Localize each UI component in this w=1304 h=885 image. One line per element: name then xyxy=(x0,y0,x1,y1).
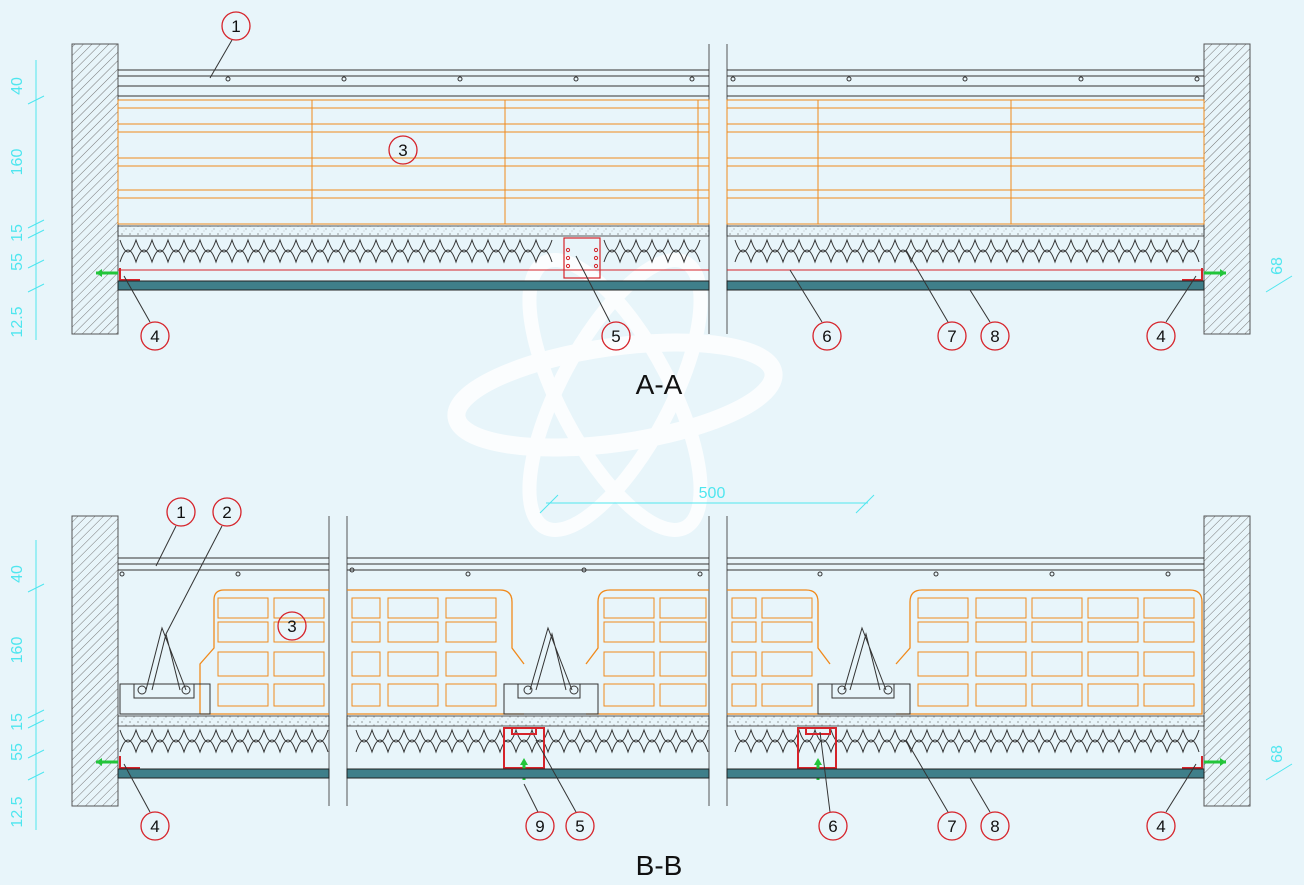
dim-fill-thickness: 15 xyxy=(9,224,26,242)
hanger-clip xyxy=(563,237,601,279)
callout-4-right: 4 xyxy=(1146,275,1197,351)
callout-6: 6 xyxy=(789,269,842,351)
dim-screed-thickness: 40 xyxy=(9,77,26,95)
perimeter-channel-left xyxy=(119,268,140,281)
dimension-chain-left xyxy=(27,60,45,340)
svg-text:5: 5 xyxy=(611,327,620,346)
svg-text:2: 2 xyxy=(222,503,231,522)
clt-panel xyxy=(117,99,1205,225)
span-dimension: 500 xyxy=(539,485,875,514)
svg-text:3: 3 xyxy=(398,141,407,160)
section-bb: 40 160 15 55 12.5 68 1 2 3 4 xyxy=(9,497,1293,881)
svg-text:6: 6 xyxy=(828,817,837,836)
callout-8: 8 xyxy=(969,289,1010,351)
callout-1: 1 xyxy=(209,11,251,79)
perimeter-channel-right xyxy=(1182,268,1203,281)
callout-3: 3 xyxy=(388,135,418,165)
right-wall xyxy=(1203,515,1251,807)
callout-4-left: 4 xyxy=(123,275,170,351)
svg-text:3: 3 xyxy=(287,617,296,636)
gravel-fill xyxy=(117,715,330,727)
right-wall xyxy=(1203,43,1251,335)
svg-text:160: 160 xyxy=(9,637,26,664)
svg-text:12.5: 12.5 xyxy=(9,796,26,827)
mineral-wool-insulation xyxy=(119,238,1200,264)
hollow-core-slab xyxy=(199,589,1203,715)
left-wall xyxy=(71,43,119,335)
mineral-wool-insulation xyxy=(119,728,1200,754)
dimension-chain-left xyxy=(27,540,45,830)
svg-text:40: 40 xyxy=(9,565,26,583)
svg-text:500: 500 xyxy=(699,485,726,502)
svg-text:7: 7 xyxy=(947,327,956,346)
callout-7: 7 xyxy=(905,739,967,841)
svg-text:4: 4 xyxy=(150,817,159,836)
svg-text:4: 4 xyxy=(1156,327,1165,346)
callout-8: 8 xyxy=(969,777,1010,841)
hanger-clip xyxy=(503,727,837,769)
callout-5: 5 xyxy=(575,255,631,351)
steel-beam-truss xyxy=(119,626,911,715)
dim-board-thickness: 12.5 xyxy=(9,306,26,337)
callout-1: 1 xyxy=(155,497,196,567)
callout-6: 6 xyxy=(818,731,848,841)
dim-ceiling-depth: 68 xyxy=(1269,257,1286,275)
svg-text:4: 4 xyxy=(1156,817,1165,836)
gypsum-board xyxy=(117,280,710,291)
floor-screed xyxy=(118,557,1204,571)
svg-text:8: 8 xyxy=(990,817,999,836)
svg-text:4: 4 xyxy=(150,327,159,346)
svg-text:5: 5 xyxy=(575,817,584,836)
left-wall xyxy=(71,515,119,807)
svg-text:9: 9 xyxy=(535,817,544,836)
callout-4-right: 4 xyxy=(1146,763,1197,841)
callout-4-left: 4 xyxy=(123,763,170,841)
callout-5: 5 xyxy=(535,739,595,841)
svg-text:68: 68 xyxy=(1269,745,1286,763)
svg-text:8: 8 xyxy=(990,327,999,346)
floor-screed xyxy=(118,69,1204,97)
dim-insulation-thickness: 55 xyxy=(9,253,26,271)
svg-text:15: 15 xyxy=(9,713,26,731)
dim-clt-thickness: 160 xyxy=(9,149,26,176)
svg-text:6: 6 xyxy=(822,327,831,346)
callout-7: 7 xyxy=(905,249,967,351)
svg-text:1: 1 xyxy=(176,503,185,522)
section-title-aa: A-A xyxy=(636,369,683,400)
section-aa: 40 160 15 55 12.5 68 1 3 4 5 xyxy=(9,11,1293,400)
callout-3: 3 xyxy=(277,611,307,641)
callout-2: 2 xyxy=(165,497,242,635)
gravel-fill xyxy=(117,225,710,237)
svg-text:55: 55 xyxy=(9,743,26,761)
gypsum-board xyxy=(117,768,330,779)
section-title-bb: B-B xyxy=(636,850,683,881)
svg-text:1: 1 xyxy=(231,17,240,36)
callout-9: 9 xyxy=(523,783,555,841)
slab-cores xyxy=(217,597,1195,707)
svg-text:7: 7 xyxy=(947,817,956,836)
